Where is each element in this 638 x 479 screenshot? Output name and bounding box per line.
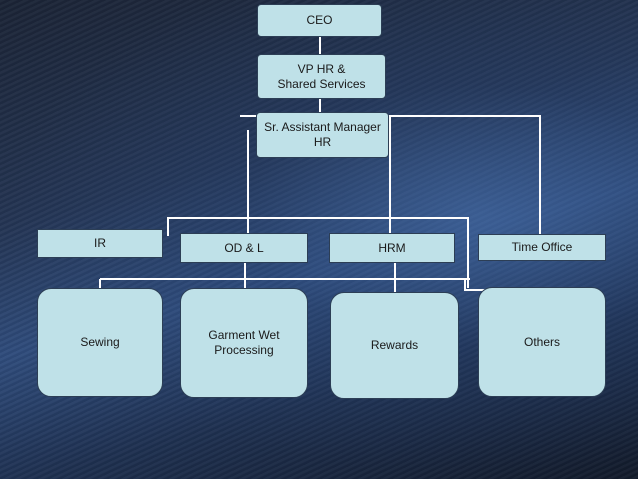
connector-odl-hrm	[248, 217, 469, 288]
rewards-box: Rewards	[330, 292, 459, 399]
others-box: Others	[478, 287, 606, 397]
time-office-box: Time Office	[478, 234, 606, 261]
hrm-box: HRM	[329, 233, 455, 263]
vp-hr-box: VP HR & Shared Services	[257, 54, 386, 99]
connector-ir	[167, 217, 248, 236]
sr-assistant-manager-box: Sr. Assistant Manager HR	[256, 112, 389, 158]
ceo-box: CEO	[257, 4, 382, 37]
ir-box: IR	[37, 229, 163, 258]
sewing-box: Sewing	[37, 288, 163, 397]
garment-wet-processing-box: Garment Wet Processing	[180, 288, 308, 398]
od-l-box: OD & L	[180, 233, 308, 263]
